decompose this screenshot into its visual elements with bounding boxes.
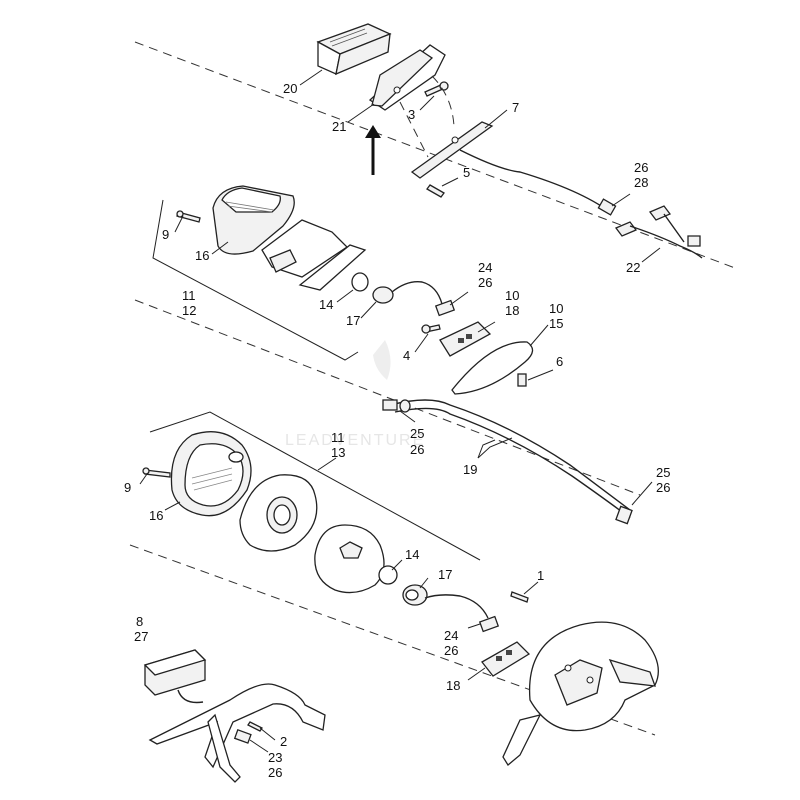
callout-11-lower: 11 [331, 430, 345, 445]
socket-17-lower [402, 584, 428, 606]
callout-18-upper: 18 [505, 303, 519, 318]
callout-7: 7 [512, 100, 519, 115]
screw-1 [510, 591, 529, 603]
gasket-lower [314, 524, 385, 594]
module-10-18 [439, 321, 492, 357]
callout-19: 19 [463, 462, 477, 477]
callout-15: 15 [549, 316, 563, 331]
callout-26-upper: 26 [478, 275, 492, 290]
connector-25-26-left [382, 399, 411, 413]
lens-16-lower [170, 431, 252, 517]
callout-8: 8 [136, 614, 143, 629]
mounting-bracket-assembly [502, 621, 659, 766]
harness-19 [389, 399, 631, 511]
base-13 [239, 474, 318, 552]
callout-24-lower: 24 [444, 628, 458, 643]
bulb-14-lower [378, 565, 398, 585]
callout-28: 28 [634, 175, 648, 190]
wiring-harness-22 [614, 205, 703, 259]
bulb-14-upper [351, 272, 369, 292]
callout-3: 3 [408, 107, 415, 122]
callout-24-upper: 24 [478, 260, 492, 275]
screw-2 [247, 721, 263, 732]
bracket-group-11-12 [152, 199, 359, 361]
section-divider-middle [134, 299, 641, 496]
callout-17-upper: 17 [346, 313, 360, 328]
callout-26-left: 26 [410, 442, 424, 457]
watermark-text: LEADVENTURE [285, 432, 425, 449]
lamp-base-upper [261, 219, 367, 291]
direction-arrow-icon [365, 125, 381, 175]
callout-4: 4 [403, 348, 410, 363]
top-housing-21 [368, 44, 446, 111]
callout-9-upper: 9 [162, 227, 169, 242]
callout-6: 6 [556, 354, 563, 369]
screw-4 [421, 324, 441, 334]
callout-17-lower: 17 [438, 567, 452, 582]
clip-6 [517, 373, 527, 387]
callout-14-lower: 14 [405, 547, 419, 562]
callout-26-right: 26 [656, 480, 670, 495]
top-lamp-lens-20 [316, 23, 392, 76]
connector-24-26-upper [434, 299, 456, 317]
callout-16-upper: 16 [195, 248, 209, 263]
screw-3 [424, 81, 449, 97]
screw-9-upper [176, 210, 201, 223]
screw-9-lower [142, 467, 171, 478]
assembly-path-top [399, 75, 455, 158]
cover-10-15 [451, 341, 534, 395]
callout-5: 5 [463, 165, 470, 180]
upper-socket-wire [391, 281, 443, 305]
callout-2: 2 [280, 734, 287, 749]
socket-17-upper [372, 286, 394, 304]
connector-26-28 [597, 198, 617, 216]
harness-19-second-strand [394, 407, 631, 519]
callout-10-a: 10 [505, 288, 519, 303]
callout-13: 13 [331, 445, 345, 460]
callout-23: 23 [268, 750, 282, 765]
callout-21: 21 [332, 119, 346, 134]
callout-labels: 20 21 3 7 5 26 28 22 9 16 11 12 14 17 24… [124, 81, 670, 780]
callout-9-lower: 9 [124, 480, 131, 495]
callout-26-lower: 26 [444, 643, 458, 658]
callout-26-top: 26 [634, 160, 648, 175]
bracket-group-11-13 [149, 411, 481, 561]
callout-16-lower: 16 [149, 508, 163, 523]
top-wire-harness [459, 149, 611, 213]
lower-socket-wire [424, 594, 489, 619]
module-18-lower [481, 641, 531, 677]
leader-lines [139, 69, 661, 753]
callout-14-upper: 14 [319, 297, 333, 312]
connector-23-26 [233, 729, 252, 744]
watermark-flame-icon [373, 340, 391, 380]
callout-11-upper: 11 [182, 288, 196, 303]
bracket-plate-7 [410, 121, 494, 179]
callout-1: 1 [537, 568, 544, 583]
callout-12: 12 [182, 303, 196, 318]
callout-25-left: 25 [410, 426, 424, 441]
callout-26-bottom: 26 [268, 765, 282, 780]
callout-10-b: 10 [549, 301, 563, 316]
lens-16-upper [212, 185, 295, 255]
lamp-8-27 [143, 649, 207, 704]
connector-24-26-lower [478, 615, 500, 633]
connector-25-26-right [615, 505, 633, 525]
callout-25-right: 25 [656, 465, 670, 480]
callout-27: 27 [134, 629, 148, 644]
callout-18-lower: 18 [446, 678, 460, 693]
fender-bracket-2 [148, 683, 326, 783]
screw-5 [426, 184, 445, 198]
callout-22: 22 [626, 260, 640, 275]
callout-20: 20 [283, 81, 297, 96]
